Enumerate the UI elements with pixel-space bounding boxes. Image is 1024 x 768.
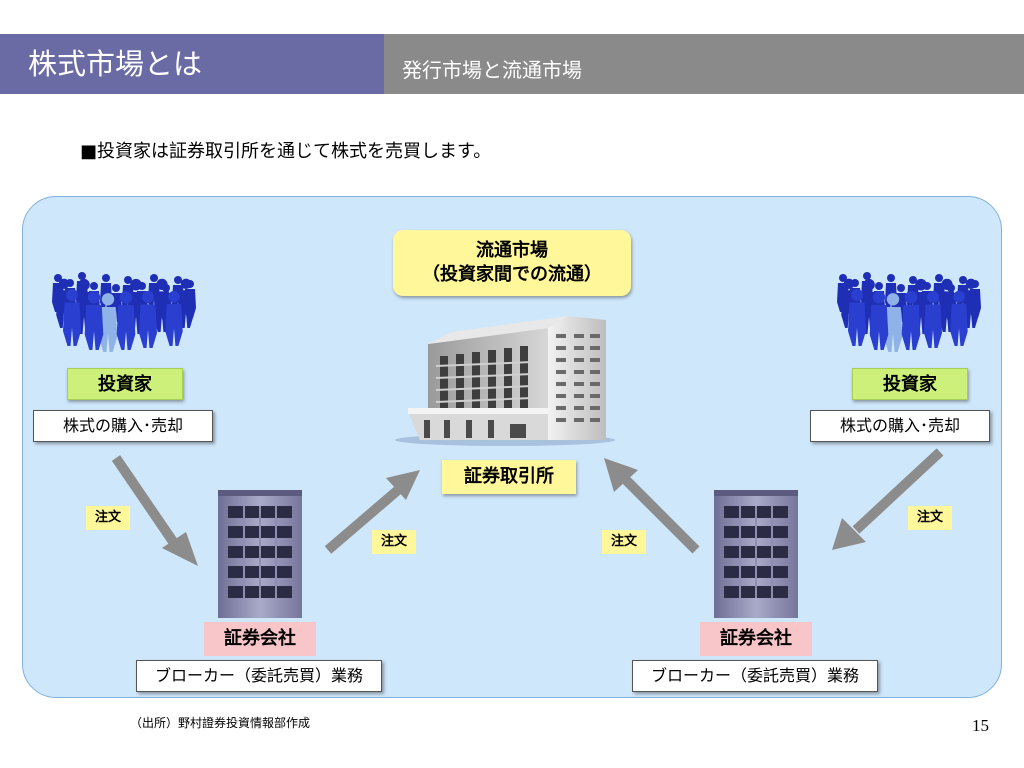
broker-role-left: ブローカー（委託売買）業務 [136,660,382,692]
securities-company-label-right: 証券会社 [700,622,812,656]
stock-exchange-label: 証券取引所 [442,460,576,494]
secondary-market-note: （投資家間での流通） [422,264,602,285]
crowd-icon-right [837,272,981,352]
header-left-bar: 株式市場とは [0,34,384,94]
order-label-1: 注文 [86,506,130,530]
arrow-icon-investor-to-broker-left [111,455,198,566]
office-building-icon [395,316,615,446]
investor-label-left: 投資家 [67,368,183,400]
order-label-4: 注文 [908,506,952,530]
intro-text: ■投資家は証券取引所を通じて株式を売買します。 [80,141,492,162]
investor-action-left: 株式の購入･売却 [33,410,213,442]
page-number: 15 [972,716,989,735]
secondary-market-label: 流通市場 （投資家間での流通） [393,230,631,296]
arrow-icon-broker-to-exchange-right [604,458,700,554]
investor-label-right: 投資家 [852,368,968,400]
secondary-market-title: 流通市場 [476,240,548,261]
crowd-icon-left [52,272,196,352]
broker-role-right: ブローカー（委託売買）業務 [632,660,878,692]
order-label-3: 注文 [602,530,646,554]
broker-building-icon-right [713,489,799,619]
arrow-icon-investor-to-broker-right [832,448,944,550]
slide-title: 株式市場とは [28,47,203,81]
investor-action-right: 株式の購入･売却 [810,410,990,442]
securities-company-label-left: 証券会社 [204,622,316,656]
header-right-bar: 発行市場と流通市場 [384,34,1024,94]
broker-building-icon-left [217,489,303,619]
slide-subtitle: 発行市場と流通市場 [402,58,582,82]
source-note: （出所）野村證券投資情報部作成 [130,716,311,730]
order-label-2: 注文 [372,530,416,554]
arrow-icon-broker-to-exchange-left [324,470,420,554]
